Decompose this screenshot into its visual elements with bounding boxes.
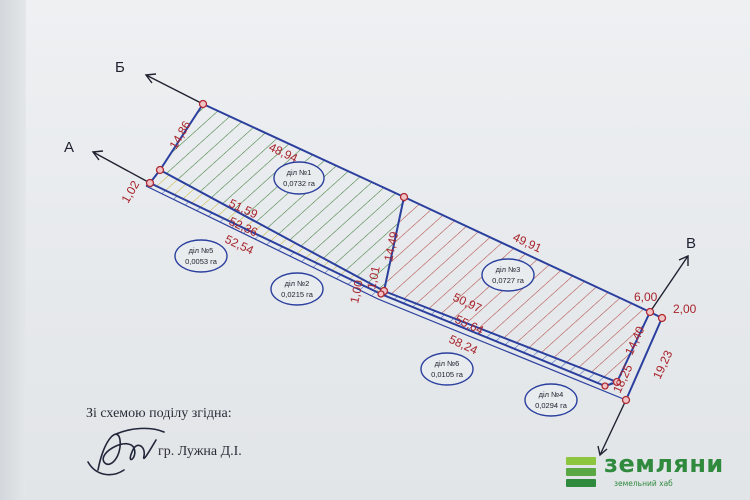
plot-label-6: діл №6 0,0105 га [420,352,474,386]
logo-icon [566,457,596,487]
svg-text:0,0105 га: 0,0105 га [431,370,464,379]
dimension-label: 14,49 [381,230,401,263]
logo-name: земляни [604,450,724,478]
svg-text:0,0215 га: 0,0215 га [281,290,314,299]
plot-label-1: діл №1 0,0732 га [273,161,325,195]
dimension-label: 1,01 [364,265,383,291]
dimension-label: 6,00 [634,290,658,304]
plot-1-area [160,104,404,291]
logo-subtitle: земельний хаб [614,479,673,488]
svg-text:діл №6: діл №6 [435,359,460,368]
direction-label-a: А [64,139,74,156]
svg-text:0,0727 га: 0,0727 га [492,276,525,285]
dimension-label: 1,00 [347,279,366,305]
plot-label-4: діл №4 0,0294 га [524,383,578,417]
dimension-label: 2,00 [673,302,697,316]
svg-text:діл №5: діл №5 [189,246,214,255]
svg-text:діл №2: діл №2 [285,279,310,288]
plot-4-area [381,291,617,386]
direction-arrows [91,73,689,457]
svg-text:діл №3: діл №3 [496,265,521,274]
svg-text:0,0732 га: 0,0732 га [283,179,316,188]
plot-2-area [150,170,384,294]
plot-label-5: діл №5 0,0053 га [174,239,228,273]
svg-text:0,0294 га: 0,0294 га [535,401,568,410]
direction-label-v: В [686,235,696,252]
plot-label-2: діл №2 0,0215 га [270,272,324,306]
logo: земляни земельний хаб [562,448,748,494]
paper-edge [0,0,26,500]
signature [87,427,165,476]
dimension-label: 1,02 [118,178,142,206]
direction-label-b: Б [115,59,125,76]
svg-text:0,0053 га: 0,0053 га [185,257,218,266]
plot-6-strip [146,183,381,299]
plot-label-3: діл №3 0,0727 га [481,258,535,292]
owner-name: гр. Лужна Д.І. [158,444,242,459]
approval-caption: Зі схемою поділу згідна: [86,406,232,421]
svg-text:діл №4: діл №4 [539,390,564,399]
dimension-label: 19,23 [650,348,676,381]
svg-text:діл №1: діл №1 [287,168,312,177]
vertex-points [145,99,667,405]
